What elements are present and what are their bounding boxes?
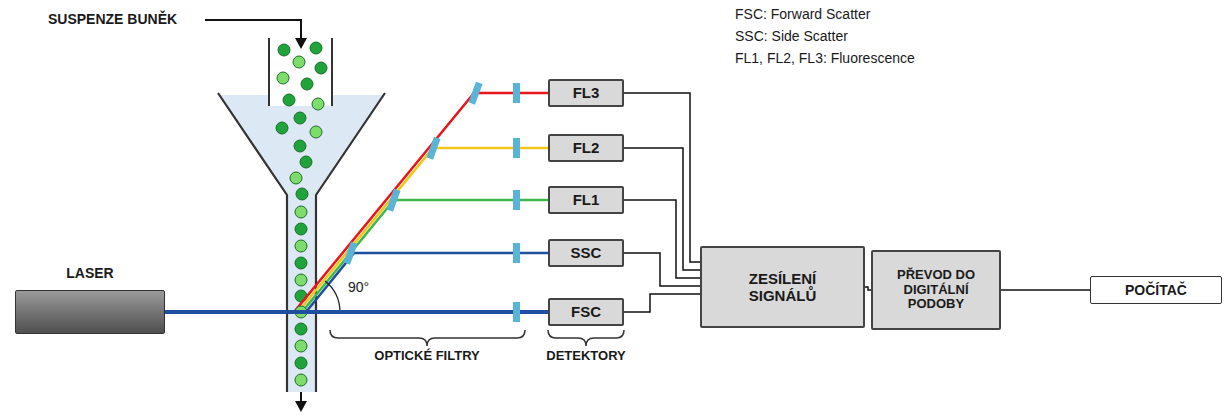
optical-filters [513,83,520,322]
detector-box: FSC [548,298,624,326]
detector-box: SSC [548,239,624,267]
box-label: PŘEVOD DO DIGITÁLNÍ PODOBY [886,268,986,313]
group-label: DETEKTORY [536,349,636,364]
box-label: POČÍTAČ [1125,282,1187,298]
box-label: FSC [571,303,601,320]
converter-box: PŘEVOD DO DIGITÁLNÍ PODOBY [871,250,1001,330]
data-wire [1001,289,1090,291]
box-label: ZESÍLENÍ SIGNÁLŮ [728,270,838,305]
detector-box: FL3 [548,79,624,107]
inlet-tube-wall [269,38,332,106]
detector-box: FL1 [548,186,624,214]
dichroic-mirrors [343,82,482,265]
abbreviation-note: FSC: Forward Scatter [735,6,870,22]
box-label: FL2 [573,139,600,156]
inlet-arrow-line [205,20,301,40]
detector-bracket [548,330,624,346]
signal-wire [624,200,700,278]
box-label: FL1 [573,191,600,208]
laser-beam [165,310,548,314]
outlet-arrow-head [295,401,307,412]
abbreviation-note: SSC: Side Scatter [735,28,848,44]
computer-box: POČÍTAČ [1090,276,1222,304]
abbreviation-note: FL1, FL2, FL3: Fluorescence [735,50,915,66]
angle-label: 90° [348,279,369,295]
filter-bracket [330,330,525,346]
group-label: OPTICKÉ FILTRY [357,349,497,364]
cells [276,42,327,386]
inlet-arrow-head [295,38,307,49]
detector-box: FL2 [548,134,624,162]
box-label: LASER [16,265,164,281]
angle-arc [325,281,340,312]
input-label: SUSPENZE BUNĚK [48,11,177,27]
signal-wire [624,294,700,312]
signal-wire [624,148,700,270]
box-label: SSC [571,244,602,261]
laser-box: LASER [15,290,165,334]
signal-wire [624,93,700,262]
amplifier-box: ZESÍLENÍ SIGNÁLŮ [700,246,865,328]
signal-wire [624,253,700,286]
connectors [165,93,1090,312]
box-label: FL3 [573,84,600,101]
scattered-light [294,93,548,312]
inlet-tube [269,38,332,106]
